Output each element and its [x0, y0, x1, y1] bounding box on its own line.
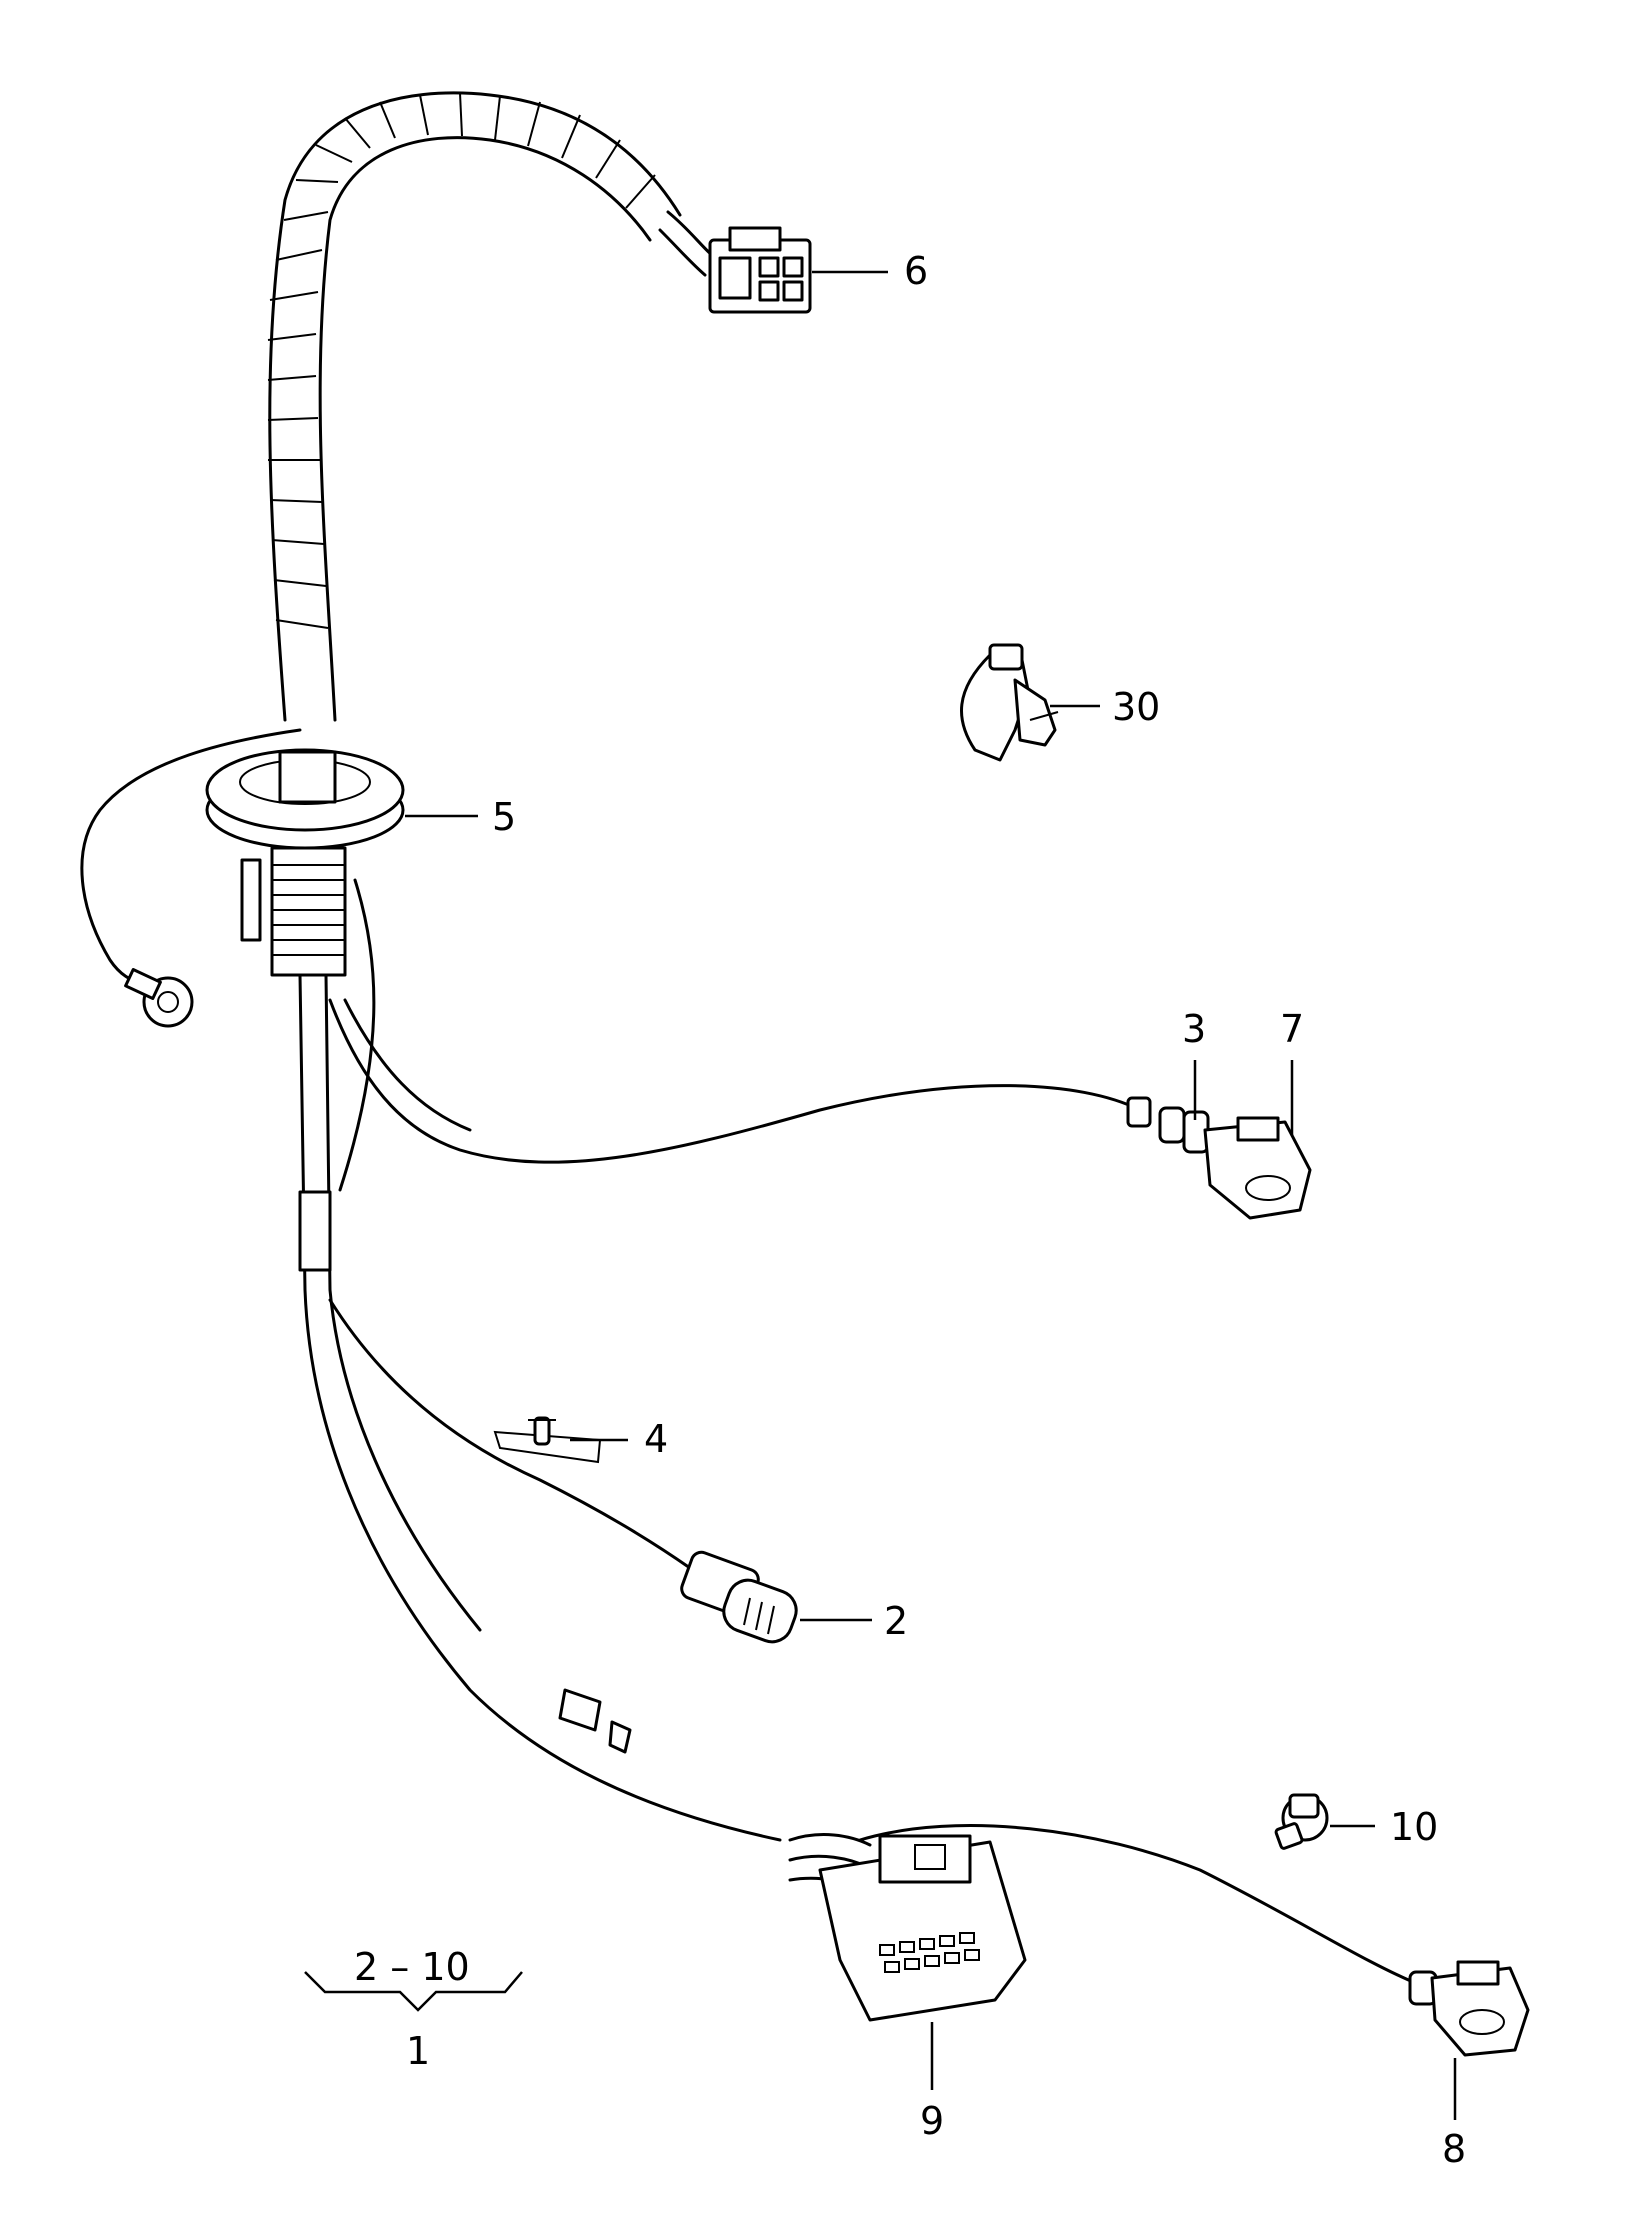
connector-7 — [1203, 1116, 1312, 1220]
callout-9: 9 — [920, 2099, 944, 2143]
wrapped-harness-section — [267, 91, 717, 722]
pin-4 — [493, 1416, 602, 1464]
branch-to-connector-7 — [328, 878, 1142, 1192]
wire-to-connector-8 — [858, 1824, 1422, 1987]
sensor-3 — [1126, 1096, 1210, 1154]
main-trunk — [298, 973, 782, 1842]
connector-9 — [788, 1833, 1027, 2022]
callout-range: 2 – 10 — [354, 1945, 470, 1989]
callout-5: 5 — [492, 795, 516, 839]
leader-lines — [405, 270, 1457, 2120]
callout-2: 2 — [884, 1599, 908, 1643]
callout-8: 8 — [1442, 2127, 1466, 2171]
callout-4: 4 — [644, 1417, 668, 1461]
callout-10: 10 — [1390, 1805, 1438, 1849]
callout-30: 30 — [1112, 685, 1160, 729]
bolt-10 — [1274, 1793, 1329, 1850]
callout-6: 6 — [904, 249, 928, 293]
ground-wire — [80, 728, 302, 1028]
callout-7: 7 — [1280, 1007, 1304, 1051]
clip-30 — [960, 643, 1059, 762]
callout-3: 3 — [1182, 1007, 1206, 1051]
range-bracket — [304, 1971, 523, 2012]
connector-6 — [708, 226, 812, 314]
grommet-5 — [205, 748, 405, 977]
callout-assembly-1: 1 — [406, 2029, 430, 2073]
branch-to-part-2 — [328, 1298, 798, 1644]
connector-8 — [1408, 1960, 1530, 2057]
